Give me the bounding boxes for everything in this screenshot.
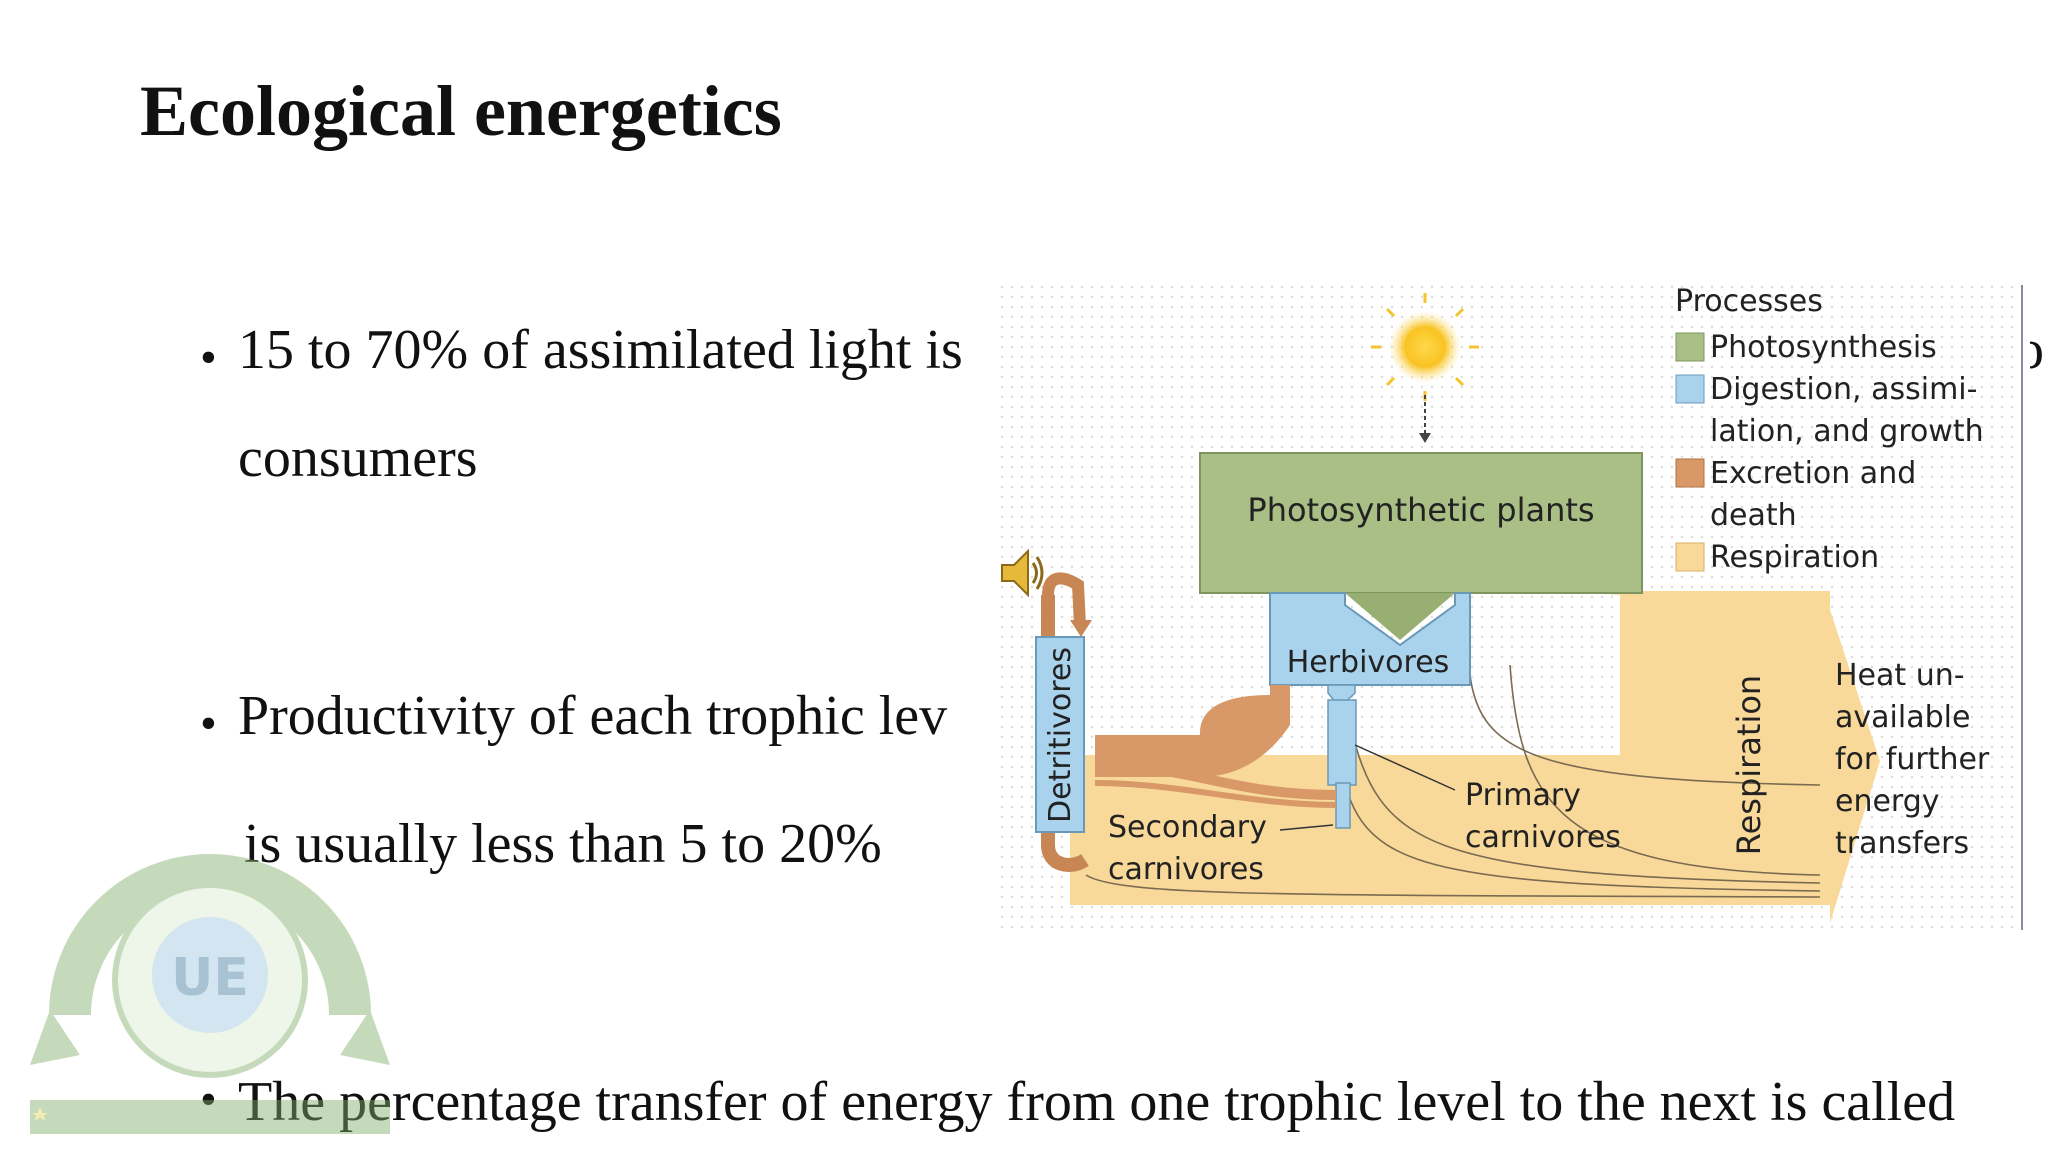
legend-title: Processes — [1675, 285, 1823, 319]
legend-swatch-digestion — [1676, 375, 1704, 403]
legend-excretion-2: death — [1710, 498, 1797, 533]
legend-photosynthesis: Photosynthesis — [1710, 330, 1937, 365]
university-logo: UE — [10, 845, 390, 1145]
heat-label-4: energy — [1835, 784, 1940, 819]
primary-carnivores-label-1: Primary — [1465, 778, 1581, 813]
secondary-carnivores-label-2: carnivores — [1108, 852, 1264, 887]
detritivores-label: Detritivores — [1043, 647, 1078, 823]
herbivores-label: Herbivores — [1287, 645, 1450, 680]
primary-carnivores-stem — [1328, 700, 1356, 785]
energy-flow-diagram: Photosynthetic plants Herbivores Detriti… — [1000, 285, 2030, 930]
legend-swatch-respiration — [1676, 543, 1704, 571]
heat-label-5: transfers — [1835, 826, 1969, 861]
legend-swatch-excretion — [1676, 459, 1704, 487]
bullet-dot: • — [200, 696, 217, 751]
bullet-dot: • — [200, 330, 217, 385]
bullet-1-line-1: 15 to 70% of assimilated light is — [238, 318, 963, 382]
bullet-3-line-1: The percentage transfer of energy from o… — [238, 1070, 1955, 1134]
legend-digestion-1: Digestion, assimi- — [1710, 372, 1977, 407]
legend-respiration: Respiration — [1710, 540, 1879, 575]
bullet-2-line-1: Productivity of each trophic lev — [238, 684, 947, 748]
primary-carnivores-label-2: carnivores — [1465, 820, 1621, 855]
heat-label-2: available — [1835, 700, 1970, 735]
logo-initials: UE — [171, 948, 249, 1008]
bullet-1-line-2: consumers — [238, 426, 478, 490]
speaker-icon[interactable] — [998, 545, 1046, 601]
heat-label-1: Heat un- — [1835, 658, 1965, 693]
slide-title: Ecological energetics — [140, 70, 782, 153]
heat-label-3: for further — [1835, 742, 1990, 777]
legend-digestion-2: lation, and growth — [1710, 414, 1984, 449]
secondary-carnivores-stem — [1336, 783, 1350, 828]
secondary-carnivores-label-1: Secondary — [1108, 810, 1267, 845]
plants-label: Photosynthetic plants — [1247, 491, 1594, 529]
respiration-label: Respiration — [1730, 675, 1768, 855]
legend-excretion-1: Excretion and — [1710, 456, 1916, 491]
legend-swatch-photosynthesis — [1676, 333, 1704, 361]
